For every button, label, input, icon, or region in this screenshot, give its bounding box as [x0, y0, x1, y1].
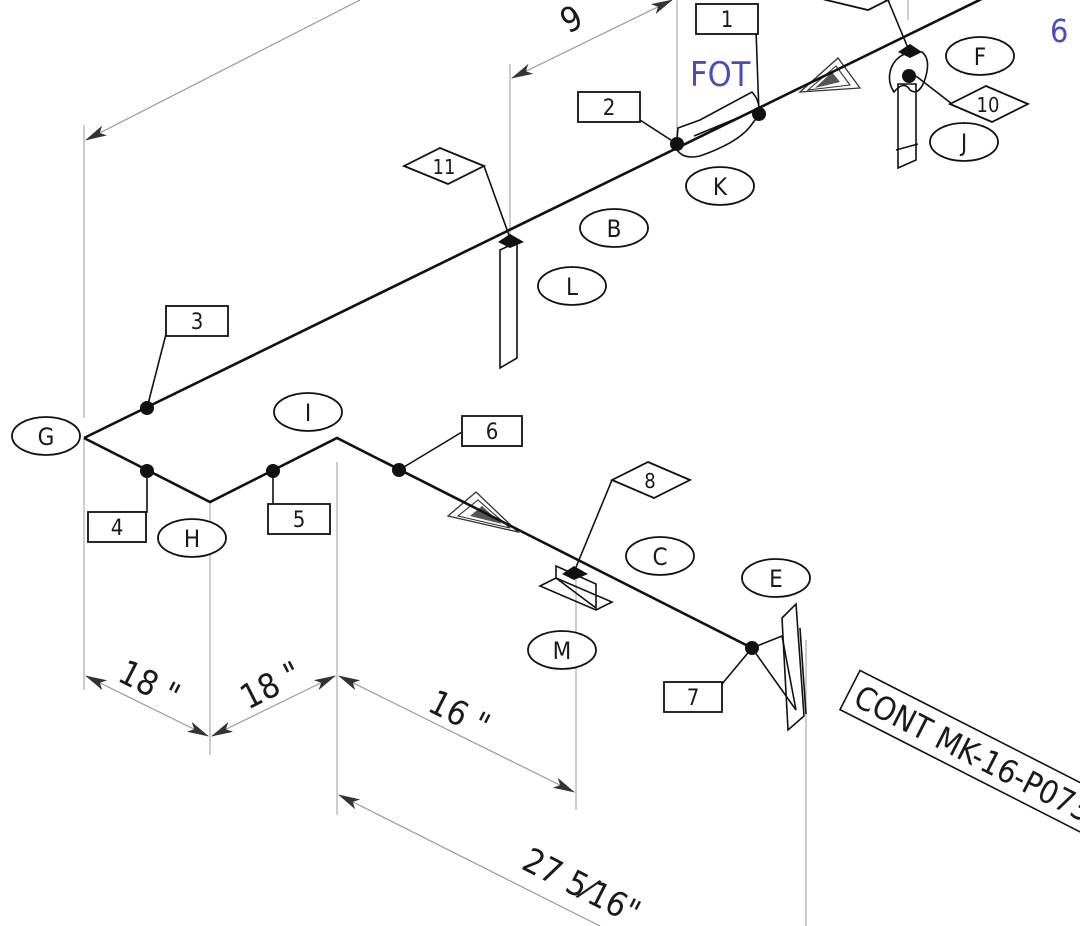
svg-text:7: 7 [687, 686, 700, 711]
svg-text:H: H [184, 525, 200, 553]
svg-text:8: 8 [644, 469, 655, 493]
item-box-1: 1 [695, 3, 759, 35]
circle-label-g: G [11, 416, 81, 456]
svg-text:I: I [305, 399, 311, 427]
support-l [498, 234, 524, 370]
diamond-partial [823, 0, 891, 11]
svg-text:F: F [974, 43, 986, 71]
dimension-lines [85, 0, 673, 926]
support-m [538, 564, 614, 611]
svg-text:6: 6 [486, 420, 499, 445]
svg-text:L: L [566, 273, 578, 301]
item-box-2: 2 [577, 91, 641, 123]
circle-label-l: L [537, 266, 607, 306]
svg-text:CONT MK-16-P073: CONT MK-16-P073 [848, 678, 1080, 830]
svg-text:C: C [652, 543, 667, 571]
svg-text:B: B [607, 215, 622, 243]
circle-label-k: K [685, 166, 755, 206]
partial-top-dimension: 2 [338, 0, 374, 8]
circle-label-m: M [527, 630, 597, 670]
svg-text:M: M [553, 637, 572, 665]
circle-label-c: C [625, 536, 695, 576]
svg-text:1: 1 [721, 8, 734, 33]
svg-text:E: E [769, 565, 783, 593]
fot-annotation: FOT [690, 55, 751, 95]
circle-label-f: F [945, 36, 1015, 76]
diamond-11: 11 [401, 147, 487, 185]
svg-text:10: 10 [977, 93, 1000, 117]
dim-bottom-1: 18 " [112, 652, 186, 716]
svg-text:5: 5 [293, 508, 306, 533]
dim-bottom-2: 18 " [234, 654, 308, 718]
svg-text:K: K [713, 173, 728, 201]
svg-text:2: 2 [603, 96, 616, 121]
dim-bottom-3: 16 " [422, 682, 496, 746]
circle-label-j: J [929, 122, 999, 162]
circle-label-h: H [157, 518, 227, 558]
svg-text:G: G [38, 423, 55, 451]
item-box-5: 5 [267, 503, 331, 535]
support-j [888, 44, 929, 170]
end-plate-e [750, 602, 807, 732]
circle-label-e: E [741, 558, 811, 598]
partial-top-annotation: 6 I [1050, 12, 1080, 50]
extension-lines [83, 0, 909, 926]
dim-bottom-4: 27 5⁄16" [516, 840, 647, 926]
item-box-6: 6 [461, 415, 523, 447]
circle-label-b: B [579, 208, 649, 248]
leader-lines [116, 0, 953, 685]
item-box-4: 4 [87, 511, 147, 543]
diamond-10: 10 [947, 85, 1031, 123]
svg-text:11: 11 [433, 155, 456, 179]
svg-text:J: J [959, 129, 967, 157]
dim-top: 9 [554, 0, 590, 42]
svg-text:4: 4 [111, 516, 124, 541]
svg-text:3: 3 [191, 310, 204, 335]
item-box-7: 7 [663, 681, 723, 713]
item-box-3: 3 [165, 305, 229, 337]
fitting-k [675, 90, 760, 158]
circle-label-i: I [273, 392, 343, 432]
continuation-callout: CONT MK-16-P073 [838, 669, 1080, 838]
diamond-8: 8 [609, 461, 693, 499]
